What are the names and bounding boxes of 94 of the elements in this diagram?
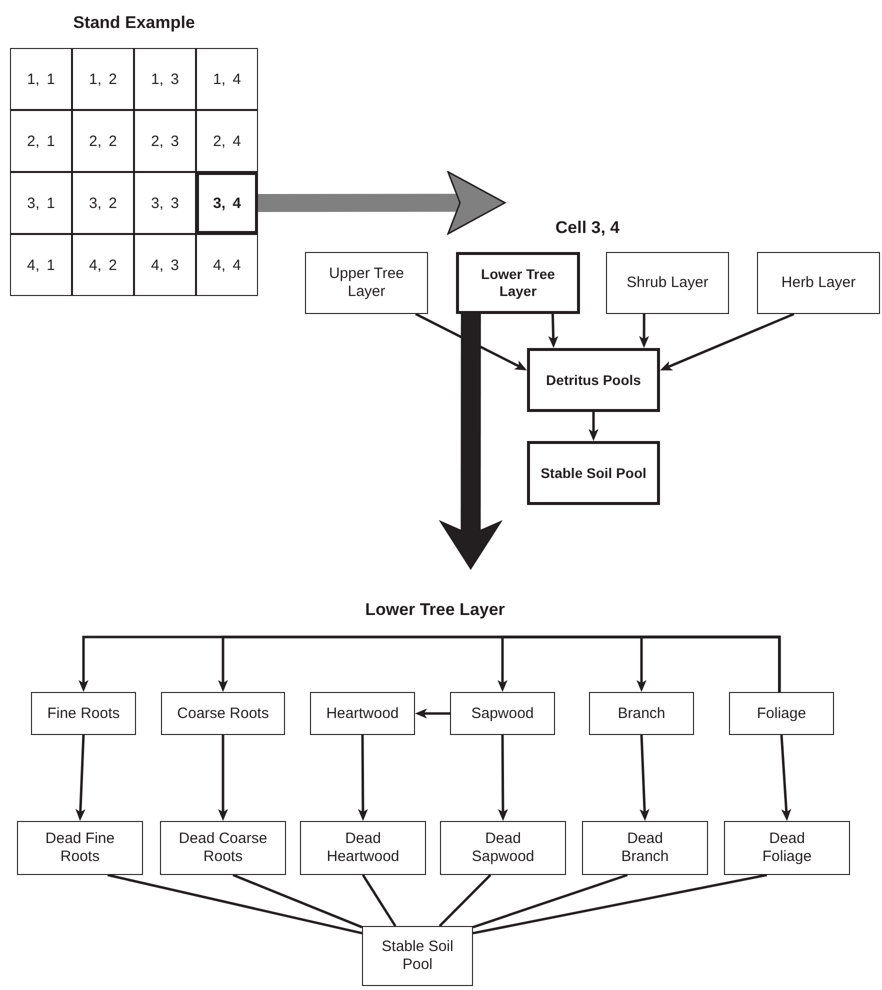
box-label: Dead Foliage [761,830,813,866]
cell-label: 2, 1 [26,132,56,150]
grid-cell [10,48,72,110]
connector-line [362,874,396,927]
arrow [415,708,450,718]
cell-label: 4, 2 [88,256,118,274]
box-label: Lower Tree Layer [480,266,556,300]
connector-line [472,874,628,928]
box-label: Dead Coarse Roots [178,830,268,866]
grid-cell [134,48,196,110]
box-label: Coarse Roots [177,704,269,722]
arrow [75,734,86,821]
process-box [527,441,660,505]
connector-line [472,874,768,934]
cell-label: 4, 1 [26,256,56,274]
arrow [636,636,781,692]
process-box [589,692,694,735]
cell-label: 1, 4 [212,70,242,88]
heading-text: Lower Tree Layer [330,570,540,620]
arrow [548,314,558,348]
box-label: Branch [618,704,666,722]
grid-cell [134,234,196,296]
process-box [161,692,285,735]
arrow [498,735,508,821]
box-label: Detritus Pools [546,372,641,388]
arrow [660,312,794,370]
arrow [780,734,792,821]
process-box [17,821,143,875]
box-label: Heartwood [326,704,399,722]
connector-line [232,874,362,928]
arrow [640,734,650,821]
grid-cell [196,172,258,234]
process-box [305,252,428,314]
arrow [218,735,228,821]
box-label: Stable Soil Pool [540,464,646,482]
grid-cell [10,172,72,234]
cell-label: 3, 3 [150,194,180,212]
process-box [527,348,660,412]
process-box [31,692,136,735]
box-label: Sapwood [471,704,534,722]
grid-cell [10,234,72,296]
heading-text: Cell 3, 4 [505,194,670,238]
arrow [438,314,503,570]
box-label: Foliage [756,704,806,722]
box-label: Dead Fine Roots [44,830,116,866]
arrow [415,312,527,370]
cell-label: 1, 2 [88,70,118,88]
box-label: Upper Tree Layer [328,265,406,301]
arrow [588,412,598,441]
arrow [258,171,506,235]
process-box [300,821,426,875]
grid-cell [134,110,196,172]
process-box [450,692,555,735]
grid-cell [72,110,134,172]
cell-label: 3, 4 [212,194,242,212]
grid-cell [196,110,258,172]
cell-label: 2, 3 [150,132,180,150]
connector-line [107,874,362,934]
process-box [160,821,286,875]
process-box [606,252,729,314]
grid-cell [196,48,258,110]
cell-label: 3, 2 [88,194,118,212]
process-box [310,692,415,735]
process-box [582,821,708,875]
process-box [724,821,850,875]
cell-label: 2, 2 [88,132,118,150]
grid-cell [72,234,134,296]
arrow [358,735,368,821]
grid-title: Stand Example [72,13,196,33]
box-label: Dead Sapwood [470,830,536,866]
grid-cell [72,48,134,110]
grid-cell [134,172,196,234]
arrow [639,314,650,348]
box-label: Dead Heartwood [326,830,400,866]
box-label: Stable Soil Pool [380,938,454,974]
box-label: Shrub Layer [626,274,708,292]
process-box [362,926,473,986]
cell-label: 1, 3 [150,70,180,88]
connector-line [438,874,492,927]
cell-label: 4, 3 [150,256,180,274]
grid-cell [10,110,72,172]
cell-label: 4, 4 [212,256,242,274]
process-box [456,252,580,314]
cell-label: 2, 4 [212,132,242,150]
process-box [729,692,834,735]
box-label: Fine Roots [47,704,120,722]
cell-label: 3, 1 [26,194,56,212]
process-box [757,252,880,314]
grid-cell [72,172,134,234]
cell-label: 1, 1 [26,70,56,88]
box-label: Dead Branch [620,830,670,866]
grid-cell [196,234,258,296]
box-label: Herb Layer [781,274,856,292]
process-box [440,821,566,875]
